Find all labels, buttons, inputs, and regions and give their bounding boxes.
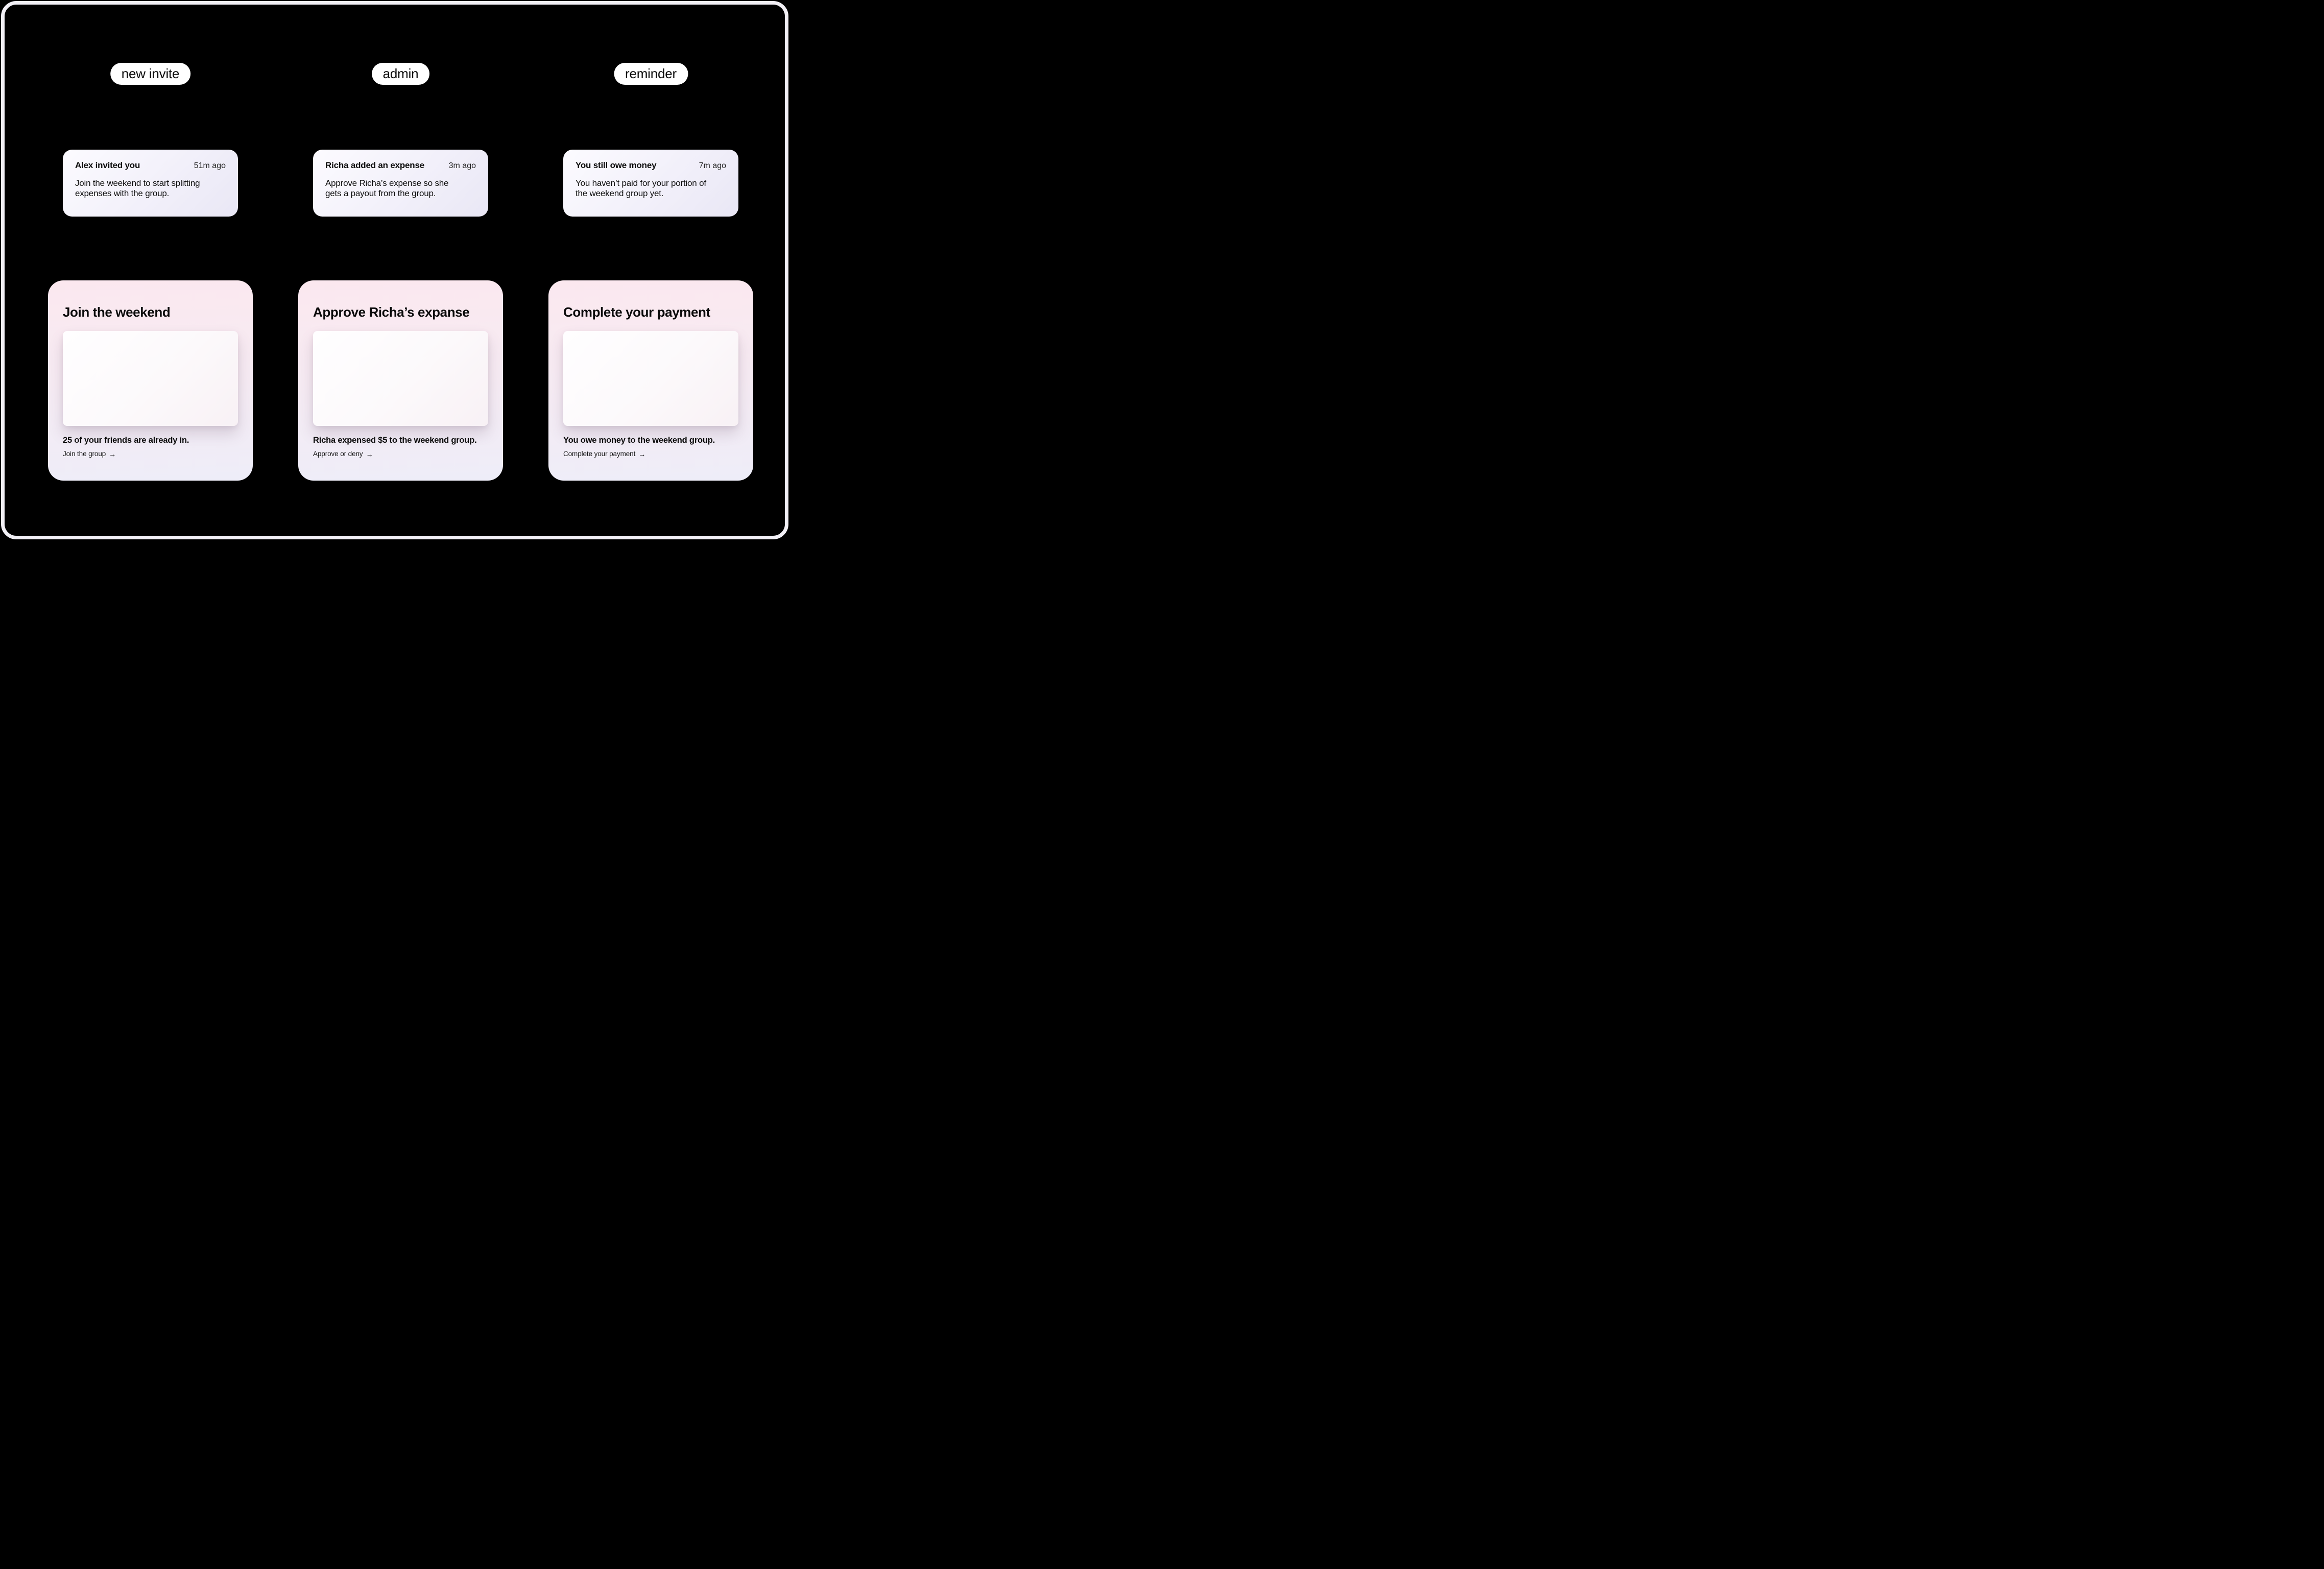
cta-label: Complete your payment [563, 450, 636, 458]
tag-pill-admin: admin [371, 63, 430, 85]
notification-timestamp: 7m ago [699, 161, 726, 170]
promo-card-title: Join the weekend [63, 304, 171, 320]
tag-pill-new-invite: new invite [110, 63, 191, 85]
promo-card: Complete your payment You owe money to t… [548, 280, 753, 481]
column-reminder: reminder You still owe money 7m ago You … [548, 0, 753, 540]
notification-card[interactable]: Richa added an expense 3m ago Approve Ri… [313, 150, 488, 217]
notification-timestamp: 51m ago [194, 161, 226, 170]
column-new-invite: new invite Alex invited you 51m ago Join… [48, 0, 253, 540]
arrow-right-icon: → [638, 449, 646, 458]
notification-header: You still owe money 7m ago [576, 160, 726, 171]
notification-body: You haven’t paid for your portion of the… [576, 178, 706, 198]
cta-link-join-group[interactable]: Join the group → [63, 450, 116, 458]
promo-card-message: Richa expensed $5 to the weekend group. [313, 436, 477, 445]
notification-header: Alex invited you 51m ago [75, 160, 226, 171]
arrow-right-icon: → [366, 449, 373, 458]
notification-body: Join the weekend to start splitting expe… [75, 178, 200, 198]
tag-pill-reminder: reminder [614, 63, 688, 85]
promo-card-title: Approve Richa’s expanse [313, 304, 470, 320]
notification-title: Richa added an expense [325, 160, 425, 170]
image-placeholder [313, 331, 488, 426]
image-placeholder [63, 331, 238, 426]
promo-card-title: Complete your payment [563, 304, 710, 320]
notification-card[interactable]: Alex invited you 51m ago Join the weeken… [63, 150, 238, 217]
promo-card-message: 25 of your friends are already in. [63, 436, 189, 445]
notification-card[interactable]: You still owe money 7m ago You haven’t p… [563, 150, 738, 217]
promo-card: Join the weekend 25 of your friends are … [48, 280, 253, 481]
notification-title: Alex invited you [75, 160, 140, 170]
cta-label: Approve or deny [313, 450, 363, 458]
cta-link-complete-payment[interactable]: Complete your payment → [563, 450, 645, 458]
cta-link-approve-deny[interactable]: Approve or deny → [313, 450, 373, 458]
notification-timestamp: 3m ago [448, 161, 476, 170]
image-placeholder [563, 331, 738, 426]
notification-header: Richa added an expense 3m ago [325, 160, 476, 171]
notification-title: You still owe money [576, 160, 657, 170]
promo-card: Approve Richa’s expanse Richa expensed $… [298, 280, 503, 481]
notifications-showcase: new invite Alex invited you 51m ago Join… [0, 0, 789, 540]
promo-card-message: You owe money to the weekend group. [563, 436, 715, 445]
arrow-right-icon: → [109, 449, 116, 458]
column-admin: admin Richa added an expense 3m ago Appr… [298, 0, 503, 540]
cta-label: Join the group [63, 450, 106, 458]
notification-body: Approve Richa’s expense so she gets a pa… [325, 178, 449, 198]
